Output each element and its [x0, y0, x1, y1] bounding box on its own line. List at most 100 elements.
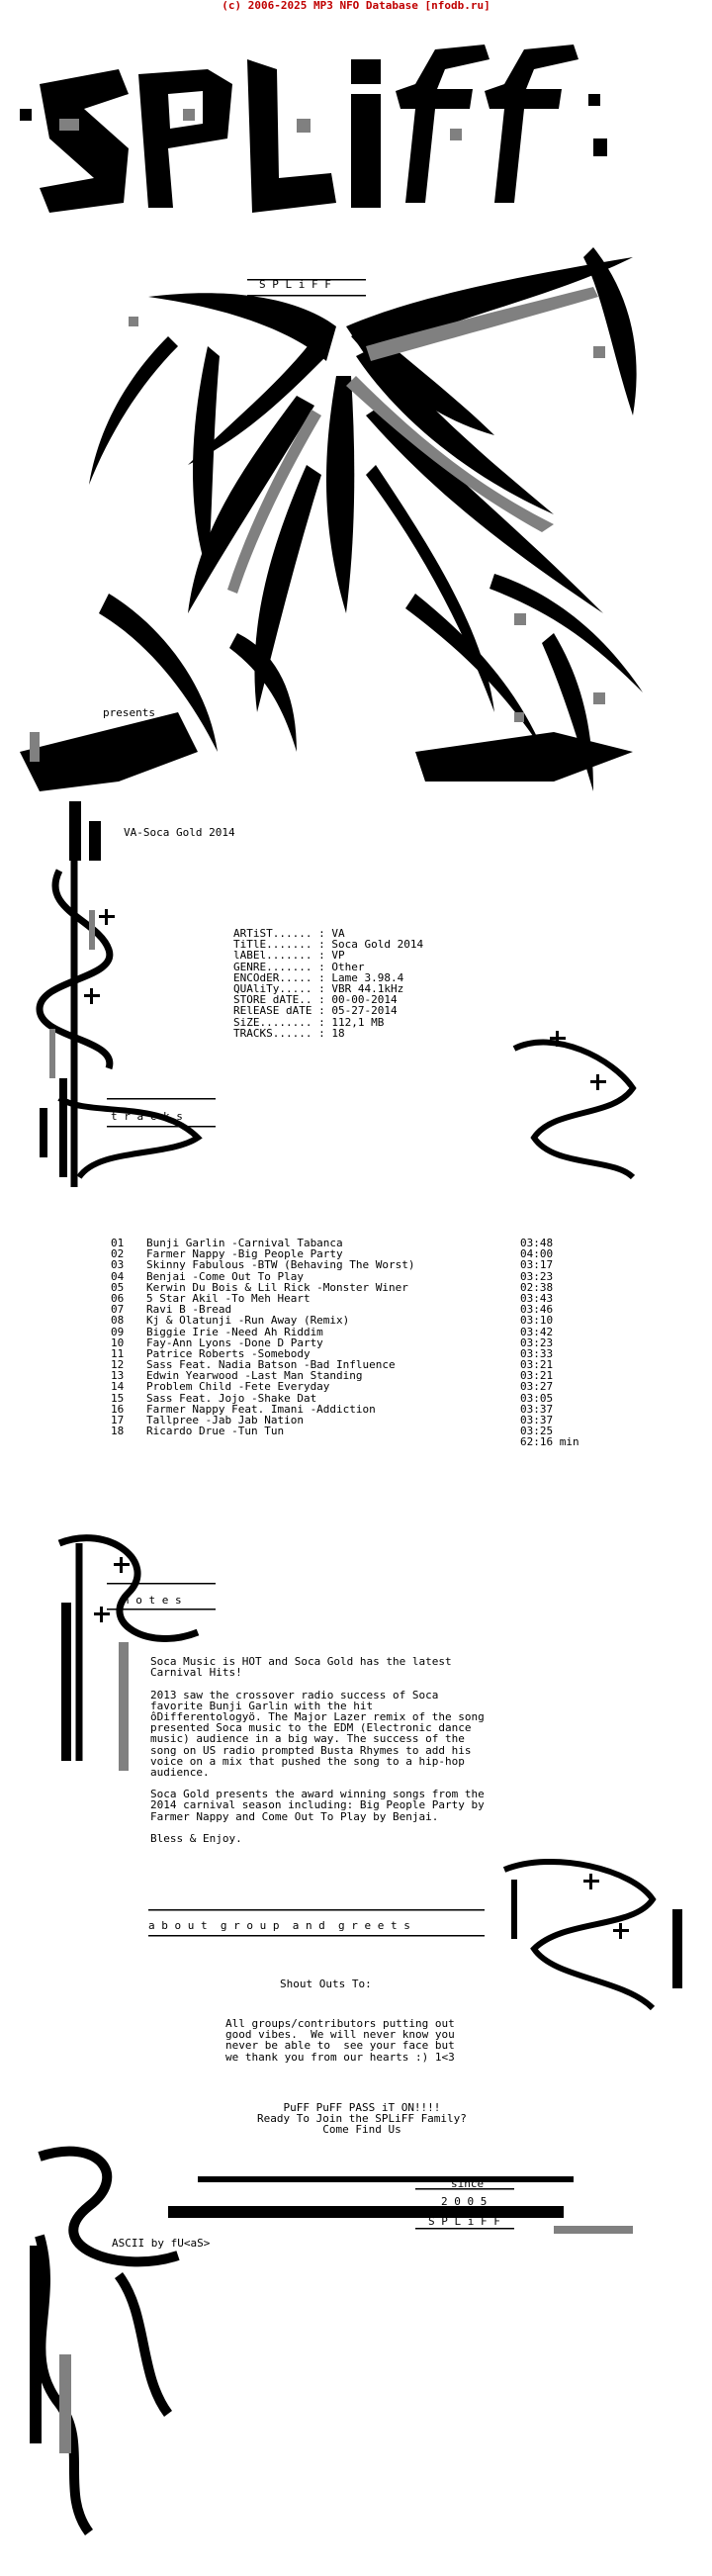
left-swirl-top [36, 851, 114, 1187]
track-number: 02 [111, 1247, 125, 1261]
notes-line: Soca Gold presents the award winning son… [150, 1788, 485, 1801]
track-title: Kj & Olatunji -Run Away (Remix) [146, 1314, 350, 1328]
about-section-label: a b o u t g r o u p a n d g r e e t s [148, 1919, 410, 1932]
track-title: Patrice Roberts -Somebody [146, 1346, 311, 1360]
info-value: Lame 3.98.4 [331, 970, 404, 984]
info-key: TiTlE....... [233, 938, 312, 952]
track-duration: 03:48 [520, 1237, 554, 1249]
notes-line: music) audience in a big way. The succes… [150, 1732, 465, 1746]
track-number: 10 [111, 1335, 125, 1349]
shoutout-line: never be able to see your face but [225, 2039, 455, 2053]
puff-line: PuFF PuFF PASS iT ON!!!! [283, 2101, 441, 2114]
total-time: 62:16 min [520, 1435, 579, 1448]
track-number: 14 [111, 1380, 125, 1394]
track-row: 18 Ricardo Drue -Tun Tun 03:25 [111, 1426, 553, 1436]
info-key: lABEl....... [233, 949, 312, 963]
info-key: GENRE....... [233, 960, 312, 973]
spliff-logo-art [20, 45, 607, 213]
info-sep: : [312, 1004, 332, 1018]
track-title: Biggie Irie -Need Ah Riddim [146, 1325, 323, 1338]
lower-foliage-art [20, 574, 643, 861]
track-duration: 03:46 [520, 1303, 554, 1317]
track-duration: 03:42 [520, 1325, 554, 1338]
track-number: 18 [111, 1425, 125, 1438]
tracks-ornament [57, 1039, 637, 1180]
notes-line: Farmer Nappy and Come Out To Play by Ben… [150, 1809, 439, 1823]
info-key: STORE dATE.. [233, 993, 312, 1007]
track-title: Ravi B -Bread [146, 1303, 232, 1317]
track-title: Farmer Nappy -Big People Party [146, 1247, 343, 1261]
info-row: GENRE....... : Other [233, 960, 423, 973]
info-key: TRACKS...... [233, 1026, 312, 1040]
info-value: 00-00-2014 [331, 993, 398, 1007]
track-number: 04 [111, 1269, 125, 1283]
notes-ornament [57, 1534, 200, 1761]
track-duration: 04:00 [520, 1247, 554, 1261]
info-value: Soca Gold 2014 [331, 938, 424, 952]
track-number: 08 [111, 1314, 125, 1328]
track-title: Edwin Yearwood -Last Man Standing [146, 1369, 363, 1383]
track-duration: 03:05 [520, 1391, 554, 1405]
track-duration: 03:23 [520, 1335, 554, 1349]
track-title: 5 Star Akil -To Meh Heart [146, 1291, 311, 1305]
track-duration: 03:33 [520, 1346, 554, 1360]
track-title: Ricardo Drue -Tun Tun [146, 1425, 285, 1438]
track-duration: 03:37 [520, 1402, 554, 1416]
track-number: 06 [111, 1291, 125, 1305]
info-sep: : [312, 938, 332, 952]
track-number: 05 [111, 1280, 125, 1294]
shoutout-line: we thank you from our hearts :) 1<3 [225, 2050, 455, 2064]
track-title: Tallpree -Jab Jab Nation [146, 1414, 304, 1426]
puff-pass-message: PuFF PuFF PASS iT ON!!!!Ready To Join th… [257, 2102, 467, 2136]
track-row: 08 Kj & Olatunji -Run Away (Remix) 03:10 [111, 1315, 553, 1326]
bottom-swirl-art [35, 2146, 180, 2535]
since-label: since [451, 2177, 485, 2190]
track-duration: 03:23 [520, 1269, 554, 1283]
about-ornament [502, 1858, 657, 2011]
info-row: RElEASE dATE : 05-27-2014 [233, 1005, 423, 1016]
notes-line: favorite Bunji Garlin with the hit [150, 1699, 374, 1712]
plus-ornaments [84, 909, 629, 1939]
track-title: Bunji Garlin -Carnival Tabanca [146, 1237, 343, 1249]
track-duration: 03:37 [520, 1414, 554, 1426]
since-year: 2 0 0 5 [441, 2195, 488, 2208]
track-number: 15 [111, 1391, 125, 1405]
info-sep: : [312, 1026, 332, 1040]
notes-line: 2013 saw the crossover radio success of … [150, 1688, 439, 1702]
track-title: Sass Feat. Nadia Batson -Bad Influence [146, 1358, 396, 1372]
notes-line: song on US radio prompted Busta Rhymes t… [150, 1743, 472, 1757]
info-row: ENCOdER..... : Lame 3.98.4 [233, 972, 423, 983]
info-key: QUAliTy..... [233, 981, 312, 995]
track-duration: 03:17 [520, 1258, 554, 1272]
track-duration: 03:10 [520, 1314, 554, 1328]
track-row: 04 Benjai -Come Out To Play 03:23 [111, 1269, 554, 1283]
track-number: 07 [111, 1303, 125, 1317]
info-value: 05-27-2014 [331, 1004, 398, 1018]
info-sep: : [312, 981, 332, 995]
notes-line: Carnival Hits! [150, 1666, 242, 1680]
track-duration: 03:21 [520, 1369, 554, 1383]
info-row: QUAliTy..... : VBR 44.1kHz [233, 983, 423, 994]
shoutouts-title: Shout Outs To: [280, 1978, 372, 1990]
track-title: Farmer Nappy Feat. Imani -Addiction [146, 1402, 376, 1416]
track-title: Benjai -Come Out To Play [146, 1269, 304, 1283]
notes-line: Bless & Enjoy. [150, 1832, 242, 1845]
track-duration: 03:21 [520, 1358, 554, 1372]
info-sep: : [312, 993, 332, 1007]
shoutout-line: good vibes. We will never know you [225, 2028, 455, 2042]
shoutout-line: All groups/contributors putting out [225, 2017, 455, 2030]
puff-line: Ready To Join the SPLiFF Family? [257, 2112, 467, 2126]
track-duration: 03:25 [520, 1425, 554, 1438]
info-key: ENCOdER..... [233, 970, 312, 984]
notes-line: 2014 carnival season including: Big Peop… [150, 1798, 485, 1812]
track-number: 03 [111, 1258, 125, 1272]
track-number: 13 [111, 1369, 125, 1383]
notes-line [150, 1678, 485, 1689]
